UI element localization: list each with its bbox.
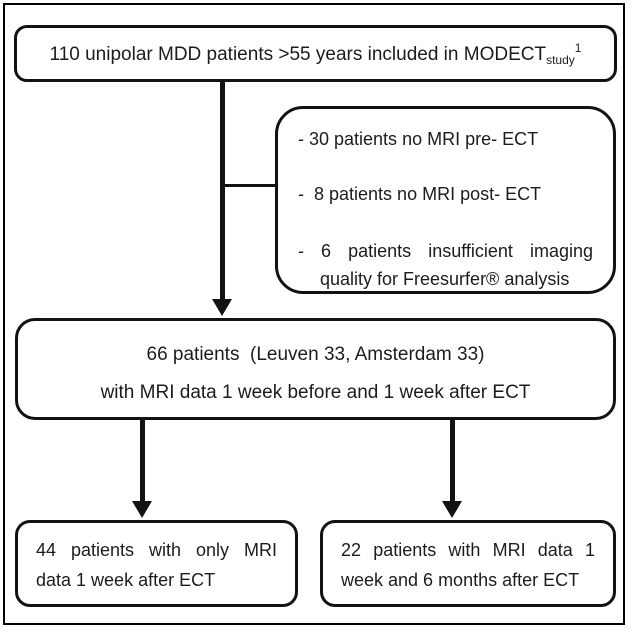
arrow-middle-to-left-head [132,501,152,518]
1week-and-6months-line2: week and 6 months after ECT [341,570,580,590]
box-exclusions: - 30 patients no MRI pre- ECT - 8 patien… [275,106,616,294]
only-1week-mri-line2: data 1 week after ECT [36,570,216,590]
arrow-middle-to-left-shaft [140,420,145,501]
arrow-middle-to-right-head [442,501,462,518]
included-patients-superscript: 1 [574,40,582,55]
included-patients-text: 110 unipolar MDD patients >55 years incl… [50,41,582,67]
box-included-patients: 110 unipolar MDD patients >55 years incl… [14,25,617,82]
analyzed-cohort-line2: with MRI data 1 week before and 1 week a… [100,382,531,403]
diagram-outer-border [3,3,625,625]
exclusion-item-no-mri-pre: - 30 patients no MRI pre- ECT [298,129,539,149]
box-only-1week-mri: 44 patients with only MRI data 1 week af… [15,520,298,607]
only-1week-mri-line1: 44 patients with only MRI [36,540,277,560]
box-1week-and-6months-mri: 22 patients with MRI data 1 week and 6 m… [320,520,616,607]
arrow-top-to-middle-head [212,299,232,316]
exclusion-item-insufficient-imaging: - 6 patients insufficient imaging qualit… [298,237,593,293]
exclusion-item-insufficient-imaging-line1: - 6 patients insufficient imaging [298,241,593,261]
included-patients-main-text: 110 unipolar MDD patients >55 years incl… [49,43,547,65]
arrow-top-to-middle-shaft [220,82,225,299]
exclusion-item-insufficient-imaging-line2: quality for Freesurfer® analysis [320,269,570,289]
included-patients-subscript: study [546,52,575,67]
box-analyzed-cohort: 66 patients (Leuven 33, Amsterdam 33) wi… [15,318,616,420]
arrow-middle-to-right-shaft [450,420,455,501]
analyzed-cohort-line1: 66 patients (Leuven 33, Amsterdam 33) [146,344,485,365]
1week-and-6months-line1: 22 patients with MRI data 1 [341,540,595,560]
connector-to-exclusions [222,184,275,187]
exclusion-item-no-mri-post: - 8 patients no MRI post- ECT [298,184,542,204]
